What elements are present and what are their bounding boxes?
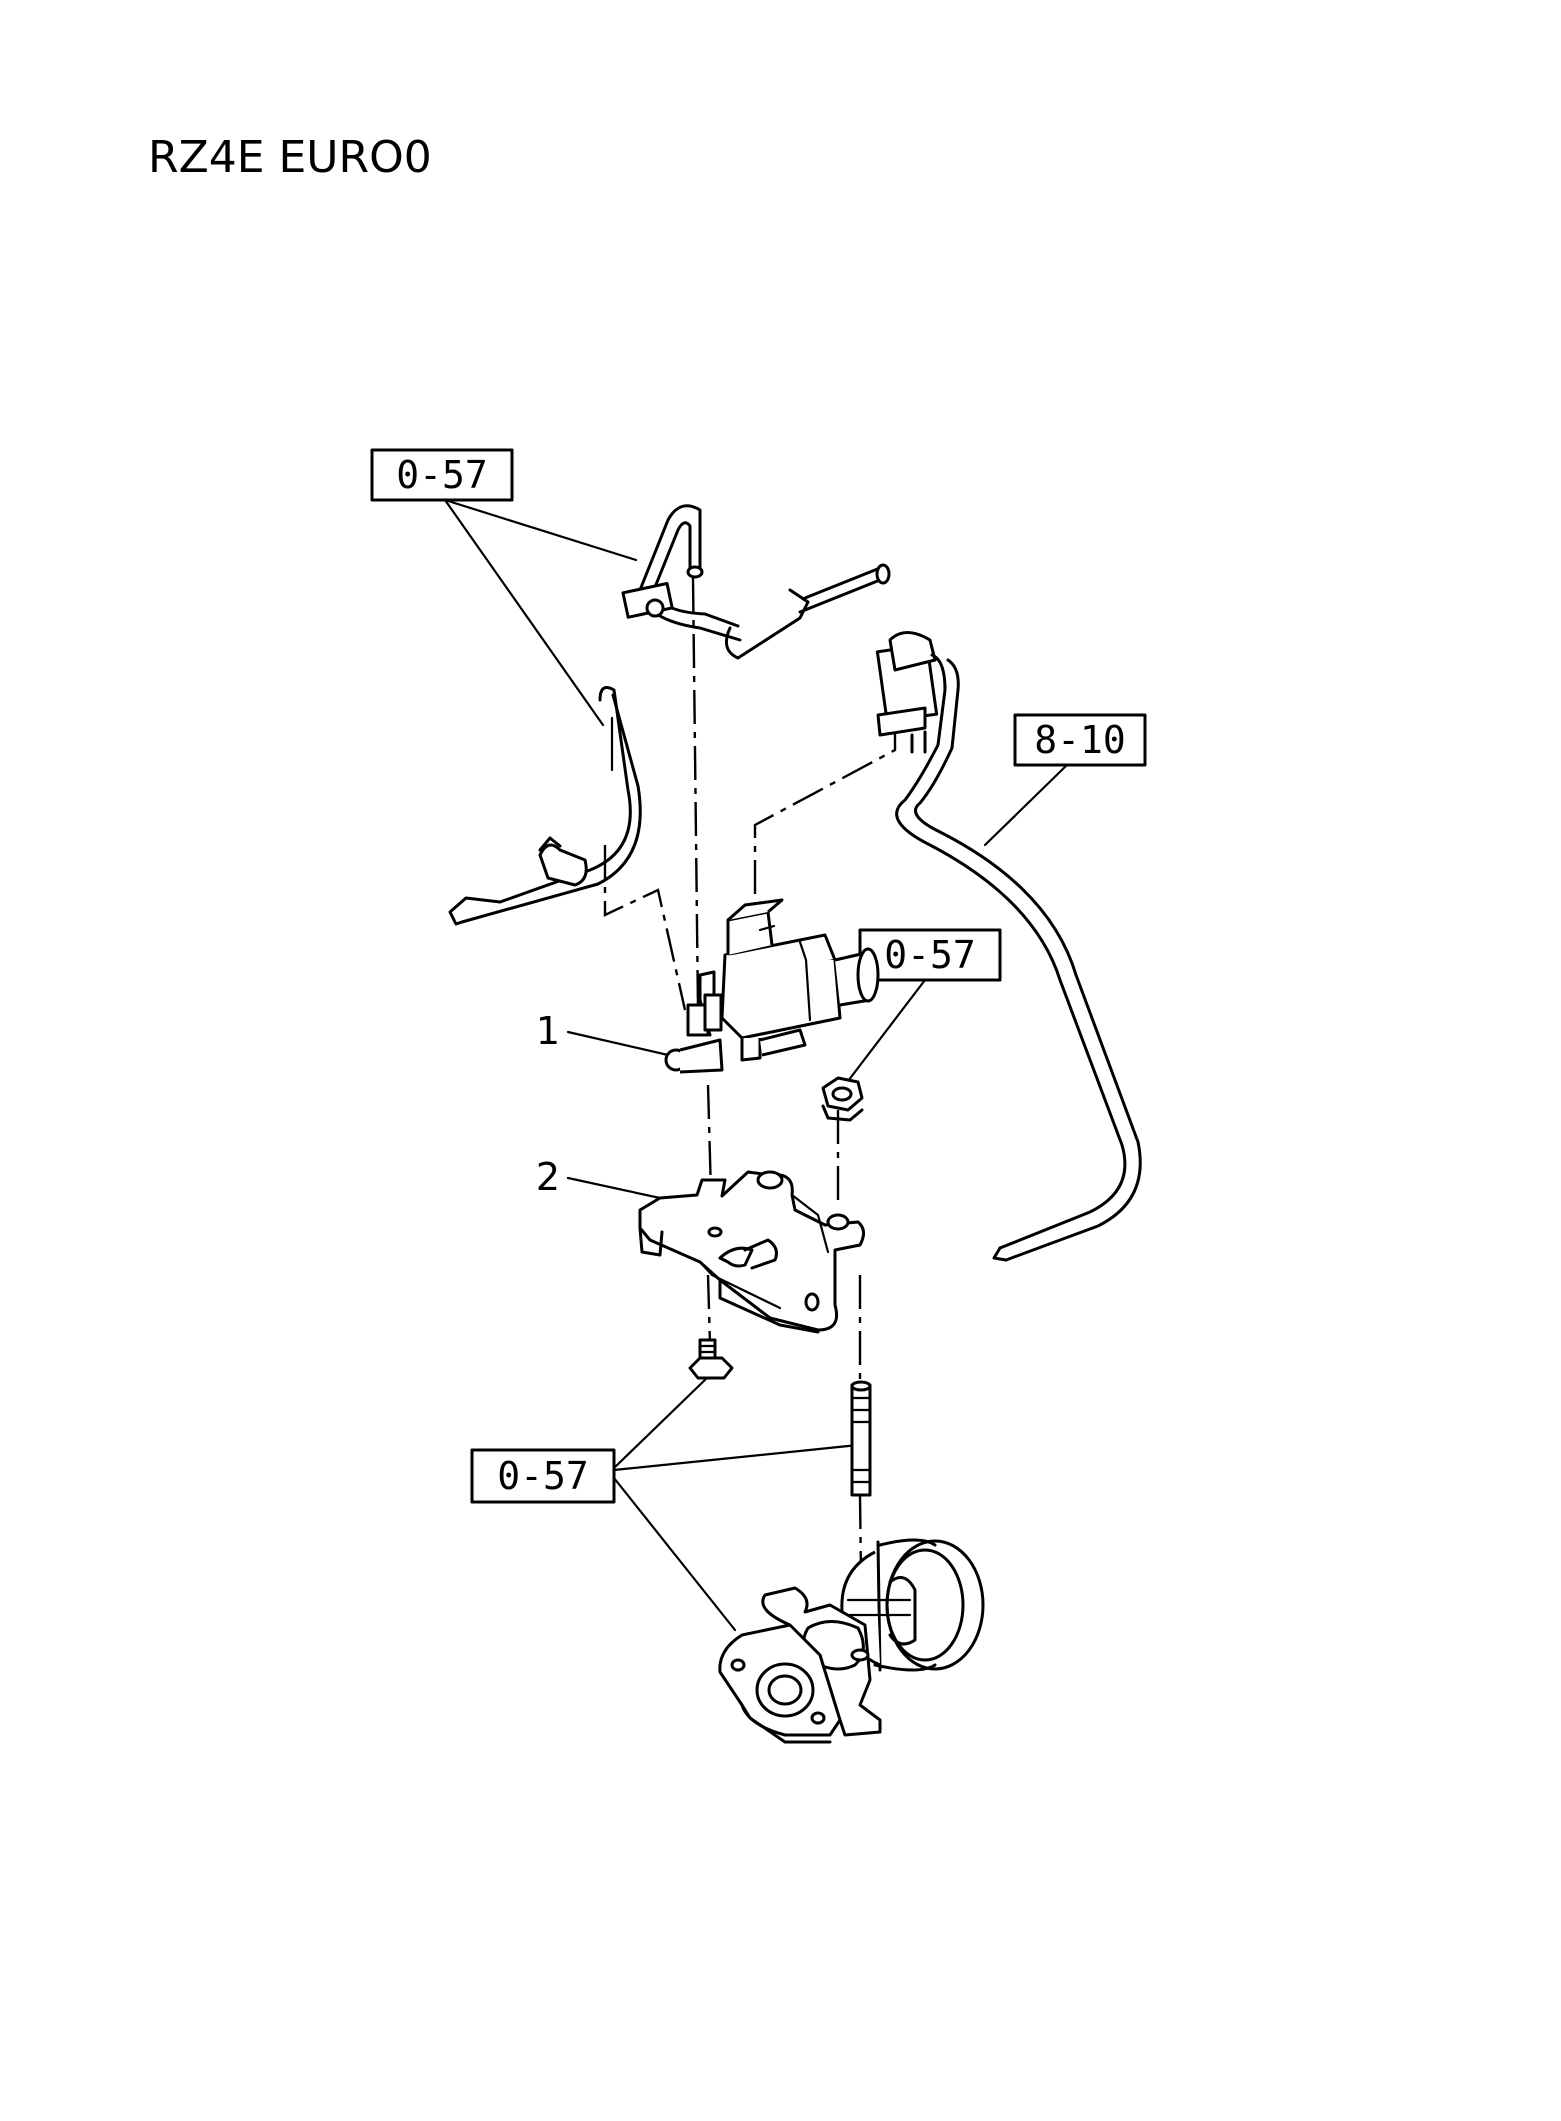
page-title: RZ4E EURO0 (148, 132, 432, 183)
ref-box-top-left[interactable]: 0-57 (370, 448, 514, 502)
ref-box-right-hose-label: 8-10 (1034, 718, 1126, 762)
ref-box-right-hose[interactable]: 8-10 (1013, 713, 1147, 767)
ref-box-nut-label: 0-57 (884, 933, 976, 977)
flange-nut[interactable] (821, 1076, 864, 1122)
connector-harness[interactable] (875, 631, 939, 754)
left-vacuum-hose[interactable] (448, 686, 642, 926)
vacuum-solenoid-valve[interactable] (664, 898, 880, 1074)
bolt[interactable] (688, 1338, 734, 1380)
mounting-bracket[interactable] (638, 1170, 865, 1334)
ref-box-top-left-label: 0-57 (396, 453, 488, 497)
long-vacuum-hose[interactable] (895, 653, 1142, 1262)
ref-box-nut[interactable]: 0-57 (858, 928, 1002, 982)
part-number-2: 2 (536, 1155, 560, 1199)
ref-box-bottom-label: 0-57 (497, 1454, 589, 1498)
leader-lines (443, 498, 1069, 1632)
stud-bolt[interactable] (850, 1380, 872, 1497)
part-number-1: 1 (536, 1009, 560, 1053)
egr-valve[interactable] (718, 1538, 985, 1744)
upper-vacuum-hose[interactable] (621, 504, 891, 660)
ref-box-bottom[interactable]: 0-57 (470, 1448, 616, 1504)
